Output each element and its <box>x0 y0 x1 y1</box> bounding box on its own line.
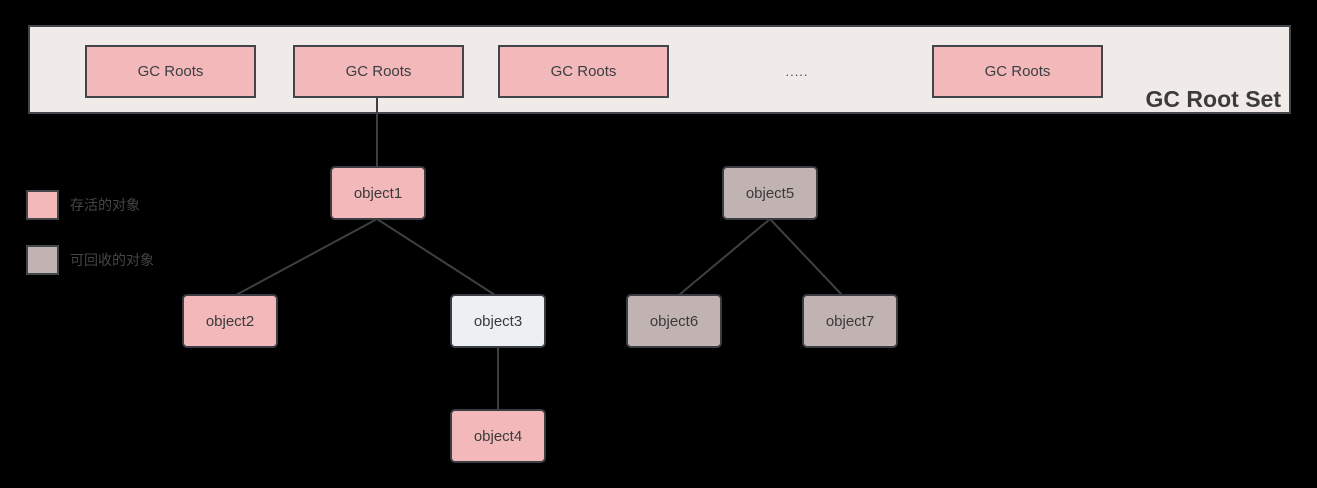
node-object5: object5 <box>722 166 818 220</box>
legend-swatch-alive <box>26 190 59 220</box>
node-object1: object1 <box>330 166 426 220</box>
edge-object1-object2 <box>235 218 378 296</box>
ellipsis-dots: ..... <box>785 64 809 79</box>
legend-item-collectible: 可回收的对象 <box>26 245 154 275</box>
node-object6: object6 <box>626 294 722 348</box>
gc-root-set-panel: GC Roots GC Roots GC Roots ..... GC Root… <box>28 25 1291 114</box>
edge-object1-object3 <box>376 218 496 296</box>
node-object3: object3 <box>450 294 546 348</box>
edge-object5-object7 <box>769 218 843 296</box>
gc-root-box-1: GC Roots <box>85 45 256 98</box>
gc-root-box-4: GC Roots <box>932 45 1103 98</box>
gc-root-box-2: GC Roots <box>293 45 464 98</box>
legend-label-alive: 存活的对象 <box>70 197 140 213</box>
gc-root-box-3: GC Roots <box>498 45 669 98</box>
node-object4: object4 <box>450 409 546 463</box>
legend-label-collectible: 可回收的对象 <box>70 252 154 268</box>
legend-item-alive: 存活的对象 <box>26 190 154 220</box>
node-object7: object7 <box>802 294 898 348</box>
panel-title: GC Root Set <box>1145 86 1281 112</box>
edge-object5-object6 <box>678 218 771 296</box>
node-object2: object2 <box>182 294 278 348</box>
legend: 存活的对象 可回收的对象 <box>26 190 154 300</box>
legend-swatch-collectible <box>26 245 59 275</box>
